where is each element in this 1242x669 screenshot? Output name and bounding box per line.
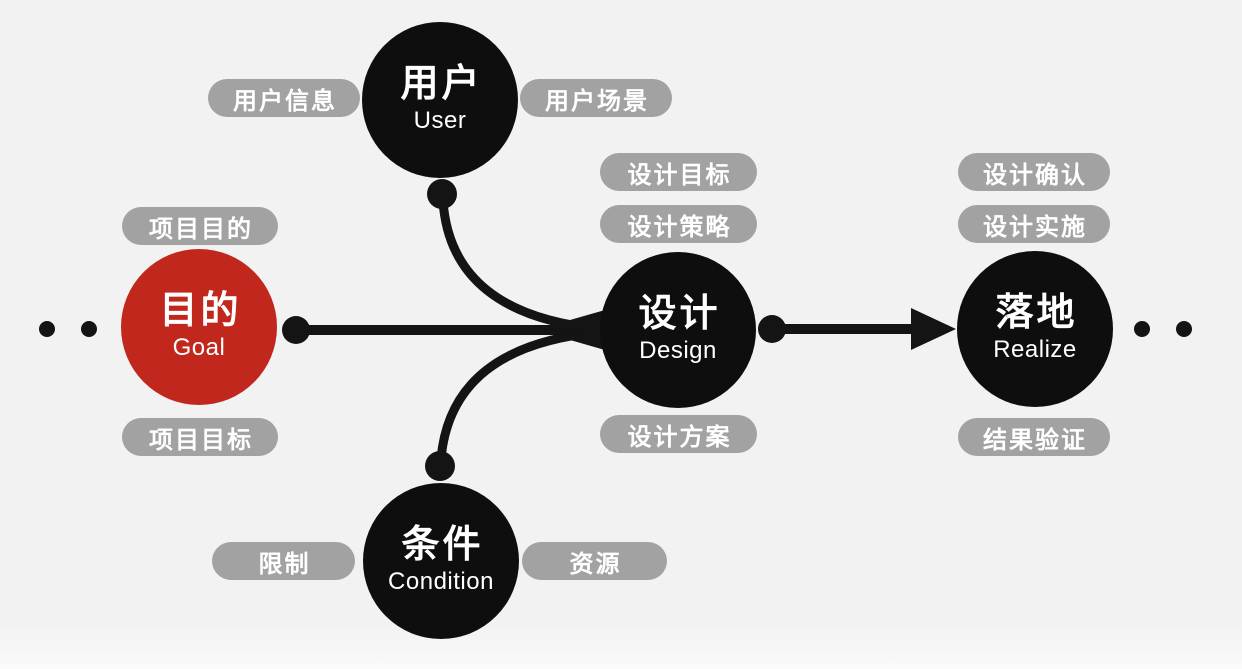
ellipsis-dot-right-1: [1134, 321, 1150, 337]
connector-dot-condition: [425, 451, 455, 481]
node-condition: 条件 Condition: [363, 483, 519, 639]
pill-goal-purpose: 项目目的: [122, 207, 278, 245]
node-condition-subtitle: Condition: [388, 568, 494, 596]
pill-user-info: 用户信息: [208, 79, 360, 117]
node-goal-subtitle: Goal: [172, 334, 226, 362]
node-user: 用户 User: [362, 22, 518, 178]
connector-dot-goal: [282, 316, 310, 344]
ellipsis-dot-right-2: [1176, 321, 1192, 337]
pill-resource: 资源: [522, 542, 667, 580]
user-to-design-curve: [438, 196, 607, 334]
node-condition-title: 条件: [401, 523, 484, 566]
node-design-title: 设计: [638, 292, 721, 335]
node-user-subtitle: User: [413, 107, 467, 135]
node-goal: 目的 Goal: [121, 249, 277, 405]
pill-design-implement: 设计实施: [958, 205, 1110, 243]
pill-design-goal: 设计目标: [600, 153, 757, 191]
pill-design-confirm: 设计确认: [958, 153, 1110, 191]
ellipsis-dot-left-2: [81, 321, 97, 337]
node-user-title: 用户: [400, 62, 483, 105]
pill-limit: 限制: [212, 542, 355, 580]
pill-user-scenario: 用户场景: [520, 79, 672, 117]
node-realize-title: 落地: [995, 291, 1078, 334]
ellipsis-dot-left-1: [39, 321, 55, 337]
pill-result-verify: 结果验证: [958, 418, 1110, 456]
node-realize: 落地 Realize: [957, 251, 1113, 407]
node-design: 设计 Design: [600, 252, 756, 408]
node-design-subtitle: Design: [639, 337, 717, 365]
pill-goal-target: 项目目标: [122, 418, 278, 456]
arrowhead-icon: [911, 308, 956, 350]
connector-dot-user: [427, 179, 457, 209]
pill-design-strategy: 设计策略: [600, 205, 757, 243]
connector-dot-design: [758, 315, 786, 343]
node-goal-title: 目的: [159, 289, 242, 332]
node-realize-subtitle: Realize: [993, 336, 1077, 364]
condition-to-design-curve: [436, 327, 607, 464]
pill-design-plan: 设计方案: [600, 415, 757, 453]
